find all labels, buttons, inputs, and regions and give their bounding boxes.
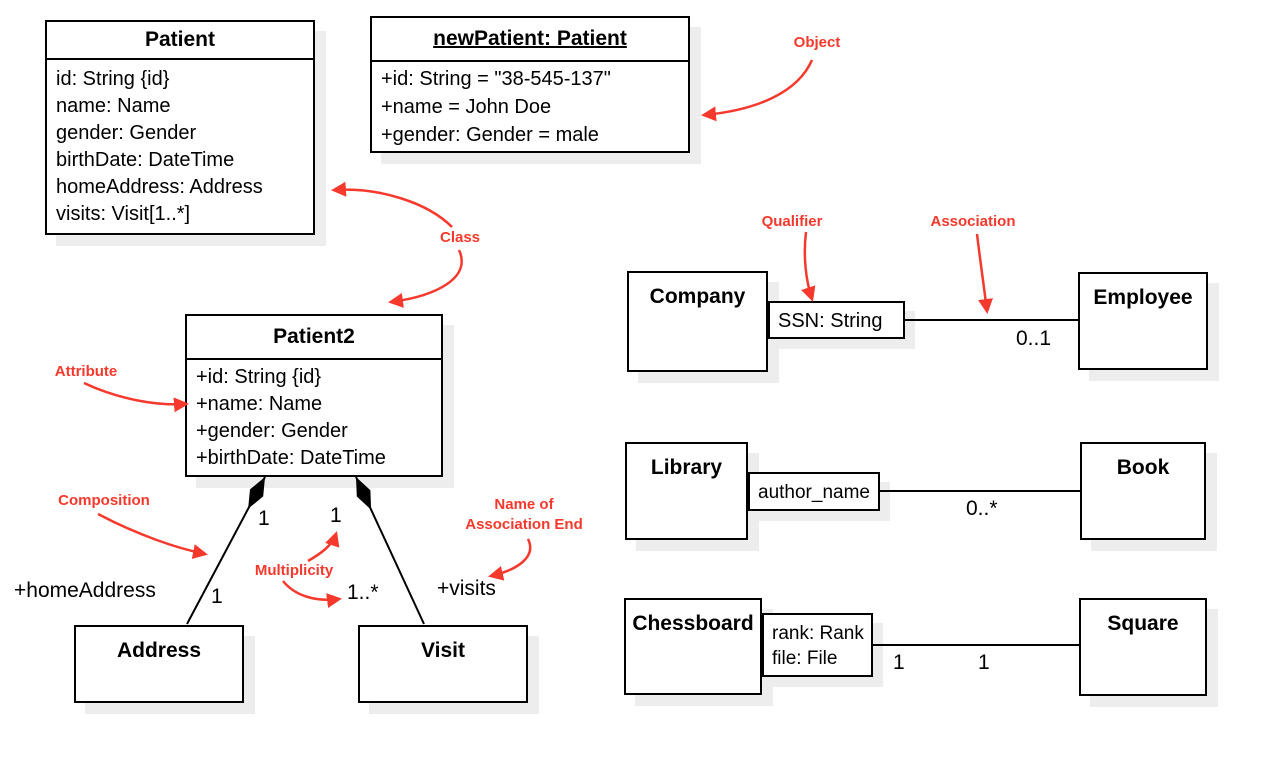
qualifier-text: rank: Rank bbox=[772, 623, 864, 644]
attribute-line: +id: String = "38-545-137" bbox=[381, 68, 611, 90]
attribute-line: name: Name bbox=[56, 95, 171, 117]
class-box-library: Library bbox=[625, 442, 748, 540]
class-title-address: Address bbox=[116, 639, 202, 662]
qualifier-box-author-name: author_name bbox=[748, 472, 880, 511]
annotation-name-of-association-end: Name of Association End bbox=[465, 495, 583, 535]
attribute-line: id: String {id} bbox=[56, 68, 170, 90]
class-box-visit: Visit bbox=[358, 625, 528, 703]
name-of-association-end-arrow bbox=[488, 538, 532, 581]
annotation-class: Class bbox=[439, 229, 481, 246]
qualifier-box-rank-file: rank: Rank file: File bbox=[762, 613, 873, 677]
class-box-patient2: Patient2 +id: String {id} +name: Name +g… bbox=[185, 314, 443, 477]
annotation-multiplicity: Multiplicity bbox=[254, 562, 334, 579]
multiplicity-left-bottom: 1 bbox=[211, 585, 223, 608]
class-title-patient2: Patient2 bbox=[187, 316, 441, 360]
class-arrow-to-patient bbox=[331, 181, 453, 228]
class-box-book: Book bbox=[1080, 442, 1206, 540]
object-attributes-new-patient: +id: String = "38-545-137" +name = John … bbox=[372, 62, 688, 155]
multiplicity-square: 1 bbox=[978, 651, 990, 674]
attribute-line: homeAddress: Address bbox=[56, 176, 263, 198]
annotation-object: Object bbox=[793, 34, 841, 51]
class-title-text: Patient bbox=[144, 28, 215, 51]
class-title-square: Square bbox=[1107, 612, 1179, 635]
attribute-line: visits: Visit[1..*] bbox=[56, 203, 191, 225]
multiplicity-employee: 0..1 bbox=[1016, 327, 1052, 350]
class-arrow-to-patient2 bbox=[388, 249, 463, 308]
multiplicity-arrow-up bbox=[307, 531, 340, 563]
object-title-new-patient: newPatient: Patient bbox=[372, 18, 688, 62]
qualifier-box-ssn: SSN: String bbox=[768, 301, 905, 339]
class-box-employee: Employee bbox=[1078, 272, 1208, 370]
qualifier-text: SSN: String bbox=[778, 310, 883, 332]
annotation-qualifier: Qualifier bbox=[761, 213, 823, 230]
attribute-line: +name: Name bbox=[196, 393, 323, 415]
annotation-association: Association bbox=[930, 213, 1016, 230]
multiplicity-right-bottom: 1..* bbox=[347, 581, 379, 604]
association-end-visits: +visits bbox=[437, 577, 496, 600]
composition-line-address bbox=[186, 476, 266, 625]
object-arrow bbox=[701, 59, 814, 122]
class-box-company: Company bbox=[627, 271, 768, 372]
attribute-line: +birthDate: DateTime bbox=[196, 447, 386, 469]
attribute-line: +gender: Gender = male bbox=[381, 124, 599, 146]
composition-arrow bbox=[97, 512, 208, 559]
class-box-patient: Patient id: String {id} name: Name gende… bbox=[45, 20, 315, 235]
class-title-library: Library bbox=[650, 456, 723, 479]
qualifier-text: file: File bbox=[772, 648, 838, 669]
class-title-chessboard: Chessboard bbox=[632, 612, 754, 635]
annotation-attribute: Attribute bbox=[54, 363, 118, 380]
class-attributes-patient: id: String {id} name: Name gender: Gende… bbox=[47, 60, 313, 234]
class-box-address: Address bbox=[74, 625, 244, 703]
multiplicity-right-top: 1 bbox=[330, 504, 342, 527]
class-title-patient: Patient bbox=[47, 22, 313, 60]
class-title-visit: Visit bbox=[421, 639, 465, 662]
attribute-line: +id: String {id} bbox=[196, 366, 322, 388]
class-title-book: Book bbox=[1116, 456, 1170, 479]
object-title-text: newPatient: Patient bbox=[433, 27, 627, 50]
attribute-line: gender: Gender bbox=[56, 122, 197, 144]
class-title-company: Company bbox=[649, 285, 746, 308]
class-title-text: Patient2 bbox=[273, 325, 355, 348]
multiplicity-book: 0..* bbox=[966, 497, 998, 520]
qualifier-text: author_name bbox=[758, 482, 870, 503]
class-box-chessboard: Chessboard bbox=[624, 598, 762, 695]
annotation-line: Association End bbox=[465, 516, 583, 533]
multiplicity-chessboard: 1 bbox=[893, 651, 905, 674]
class-title-employee: Employee bbox=[1093, 286, 1193, 309]
annotation-composition: Composition bbox=[58, 492, 150, 509]
multiplicity-left-top: 1 bbox=[258, 507, 270, 530]
attribute-line: +gender: Gender bbox=[196, 420, 348, 442]
multiplicity-arrow-down bbox=[282, 580, 342, 608]
class-attributes-patient2: +id: String {id} +name: Name +gender: Ge… bbox=[187, 360, 441, 478]
annotation-line: Name of bbox=[494, 496, 554, 513]
attribute-line: +name = John Doe bbox=[381, 96, 552, 118]
attribute-arrow bbox=[83, 381, 189, 413]
association-arrow bbox=[975, 233, 993, 314]
qualifier-arrow bbox=[801, 231, 816, 302]
attribute-line: birthDate: DateTime bbox=[56, 149, 235, 171]
composition-diamond-visit bbox=[356, 477, 372, 510]
composition-diamond-address bbox=[248, 477, 265, 509]
association-end-home-address: +homeAddress bbox=[14, 579, 156, 602]
object-box-new-patient: newPatient: Patient +id: String = "38-54… bbox=[370, 16, 690, 153]
class-box-square: Square bbox=[1079, 598, 1207, 696]
